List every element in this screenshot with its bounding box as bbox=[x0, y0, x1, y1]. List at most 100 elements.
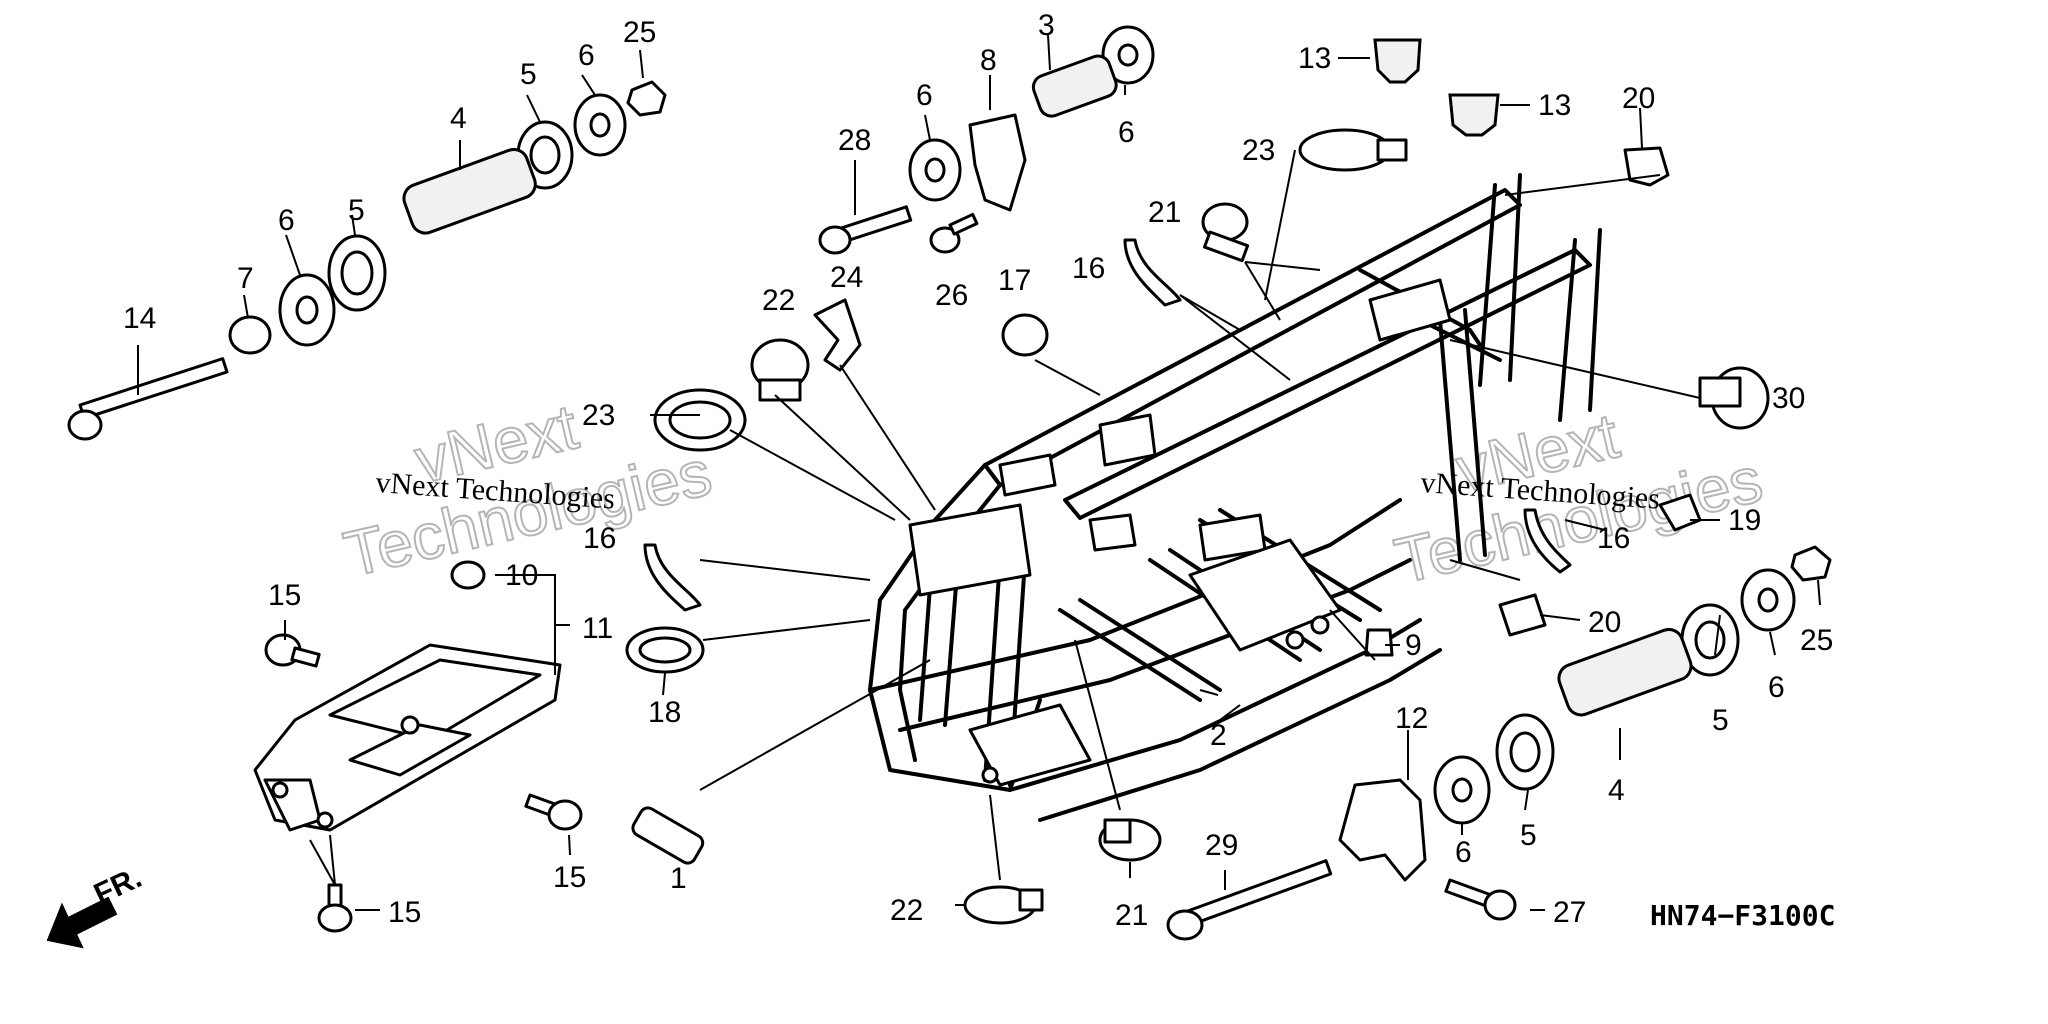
callout-16-left: 16 bbox=[583, 522, 616, 555]
callout-6-right: 6 bbox=[1768, 671, 1785, 704]
callout-10: 10 bbox=[505, 559, 538, 592]
clamp-22-bottom bbox=[963, 885, 1044, 925]
callout-14: 14 bbox=[123, 302, 156, 335]
bolt-28 bbox=[818, 205, 913, 255]
nut-25-right bbox=[1790, 545, 1832, 582]
callout-5-bottom: 5 bbox=[1520, 819, 1537, 852]
band-16-right bbox=[1523, 508, 1572, 574]
callout-6-left: 6 bbox=[278, 204, 295, 237]
callout-19: 19 bbox=[1728, 504, 1761, 537]
nut-25-top bbox=[626, 80, 667, 117]
callout-9: 9 bbox=[1405, 629, 1422, 662]
bolt-15-left bbox=[264, 633, 321, 668]
washer-6-left bbox=[278, 273, 336, 347]
clamp-21-bottom bbox=[1098, 818, 1162, 862]
bearing-5-bottom bbox=[1495, 713, 1555, 791]
shaft-4-right bbox=[1557, 627, 1693, 717]
grommet-13-right bbox=[1448, 93, 1500, 137]
callout-5-right: 5 bbox=[1712, 704, 1729, 737]
shaft-3-top bbox=[1031, 54, 1118, 118]
cap-9 bbox=[1364, 628, 1394, 657]
callout-22-top: 22 bbox=[762, 284, 795, 317]
callout-15-left: 15 bbox=[268, 579, 301, 612]
callout-6-bottom: 6 bbox=[1455, 836, 1472, 869]
clamp-23-left bbox=[653, 388, 747, 452]
callout-24: 24 bbox=[830, 261, 863, 294]
shaft-4-left bbox=[402, 147, 537, 235]
callout-6-mid: 6 bbox=[916, 79, 933, 112]
front-direction-indicator: FR. bbox=[46, 861, 147, 949]
clamp-18 bbox=[625, 626, 705, 674]
callout-5-left: 5 bbox=[348, 194, 365, 227]
washer-6-bottom bbox=[1433, 755, 1491, 825]
band-16-left bbox=[643, 543, 702, 612]
callout-2: 2 bbox=[1210, 719, 1227, 752]
callout-18: 18 bbox=[648, 696, 681, 729]
callout-22-bottom: 22 bbox=[890, 894, 923, 927]
callout-6-top-right: 6 bbox=[1118, 116, 1135, 149]
washer-6-top-left bbox=[573, 93, 627, 157]
tube-1 bbox=[631, 806, 705, 865]
clamp-30 bbox=[1698, 366, 1770, 430]
diagram-code: HN74−F3100C bbox=[1650, 899, 1835, 932]
clamp-22-top bbox=[750, 338, 810, 402]
band-16-top bbox=[1123, 238, 1182, 307]
callout-labels: 1 2 3 4 4 5 5 5 5 6 6 6 6 6 6 7 8 9 10 1… bbox=[123, 9, 1833, 932]
collar-7 bbox=[228, 315, 272, 355]
callout-15-mid: 15 bbox=[553, 861, 586, 894]
bearing-5-left bbox=[327, 234, 387, 312]
bolt-15-bottom bbox=[317, 883, 353, 933]
front-arrow-icon bbox=[46, 896, 118, 949]
bolt-10 bbox=[450, 560, 486, 590]
callout-3: 3 bbox=[1038, 9, 1055, 42]
callout-16-top: 16 bbox=[1072, 252, 1105, 285]
clamp-21-top bbox=[1201, 202, 1250, 263]
skid-plate bbox=[253, 643, 562, 832]
callout-13-top: 13 bbox=[1298, 42, 1331, 75]
bolt-29 bbox=[1166, 859, 1333, 941]
callout-1: 1 bbox=[670, 862, 687, 895]
leader-lines bbox=[137, 34, 1821, 911]
callout-25-right: 25 bbox=[1800, 624, 1833, 657]
callout-12: 12 bbox=[1395, 702, 1428, 735]
callout-23-top: 23 bbox=[1242, 134, 1275, 167]
bolt-26 bbox=[929, 212, 979, 254]
bracket-12 bbox=[1338, 778, 1427, 882]
clamp-23-top bbox=[1298, 128, 1408, 172]
callout-27: 27 bbox=[1553, 896, 1586, 929]
washer-6-top bbox=[1101, 25, 1155, 85]
bracket-8 bbox=[968, 113, 1027, 212]
callout-13-right: 13 bbox=[1538, 89, 1571, 122]
callout-5-top: 5 bbox=[520, 58, 537, 91]
callout-20-top: 20 bbox=[1622, 82, 1655, 115]
callout-23-left: 23 bbox=[582, 399, 615, 432]
callout-4-bottom: 4 bbox=[1608, 774, 1625, 807]
callout-26: 26 bbox=[935, 279, 968, 312]
callout-7: 7 bbox=[237, 262, 254, 295]
callout-25-top: 25 bbox=[623, 16, 656, 49]
callout-4-top: 4 bbox=[450, 102, 467, 135]
callout-20-right: 20 bbox=[1588, 606, 1621, 639]
callout-21-top: 21 bbox=[1148, 196, 1181, 229]
grommet-13-top bbox=[1373, 38, 1422, 84]
callout-6-top: 6 bbox=[578, 39, 595, 72]
washer-6-right bbox=[1740, 568, 1796, 632]
callout-28: 28 bbox=[838, 124, 871, 157]
bolt-14 bbox=[67, 357, 229, 441]
bolt-15-mid bbox=[524, 793, 583, 831]
bolt-27 bbox=[1444, 878, 1517, 921]
washer-6-mid bbox=[908, 138, 962, 202]
callout-15-bottom: 15 bbox=[388, 896, 421, 929]
main-frame bbox=[868, 173, 1602, 822]
callout-21-bottom: 21 bbox=[1115, 899, 1148, 932]
callout-30: 30 bbox=[1772, 382, 1805, 415]
callout-8: 8 bbox=[980, 44, 997, 77]
clamp-24 bbox=[813, 298, 862, 372]
callout-29: 29 bbox=[1205, 829, 1238, 862]
callout-11: 11 bbox=[582, 612, 613, 645]
callout-17: 17 bbox=[998, 264, 1031, 297]
callout-16-right: 16 bbox=[1597, 522, 1630, 555]
clip-20-right bbox=[1498, 593, 1547, 637]
clamp-17 bbox=[1001, 313, 1049, 357]
